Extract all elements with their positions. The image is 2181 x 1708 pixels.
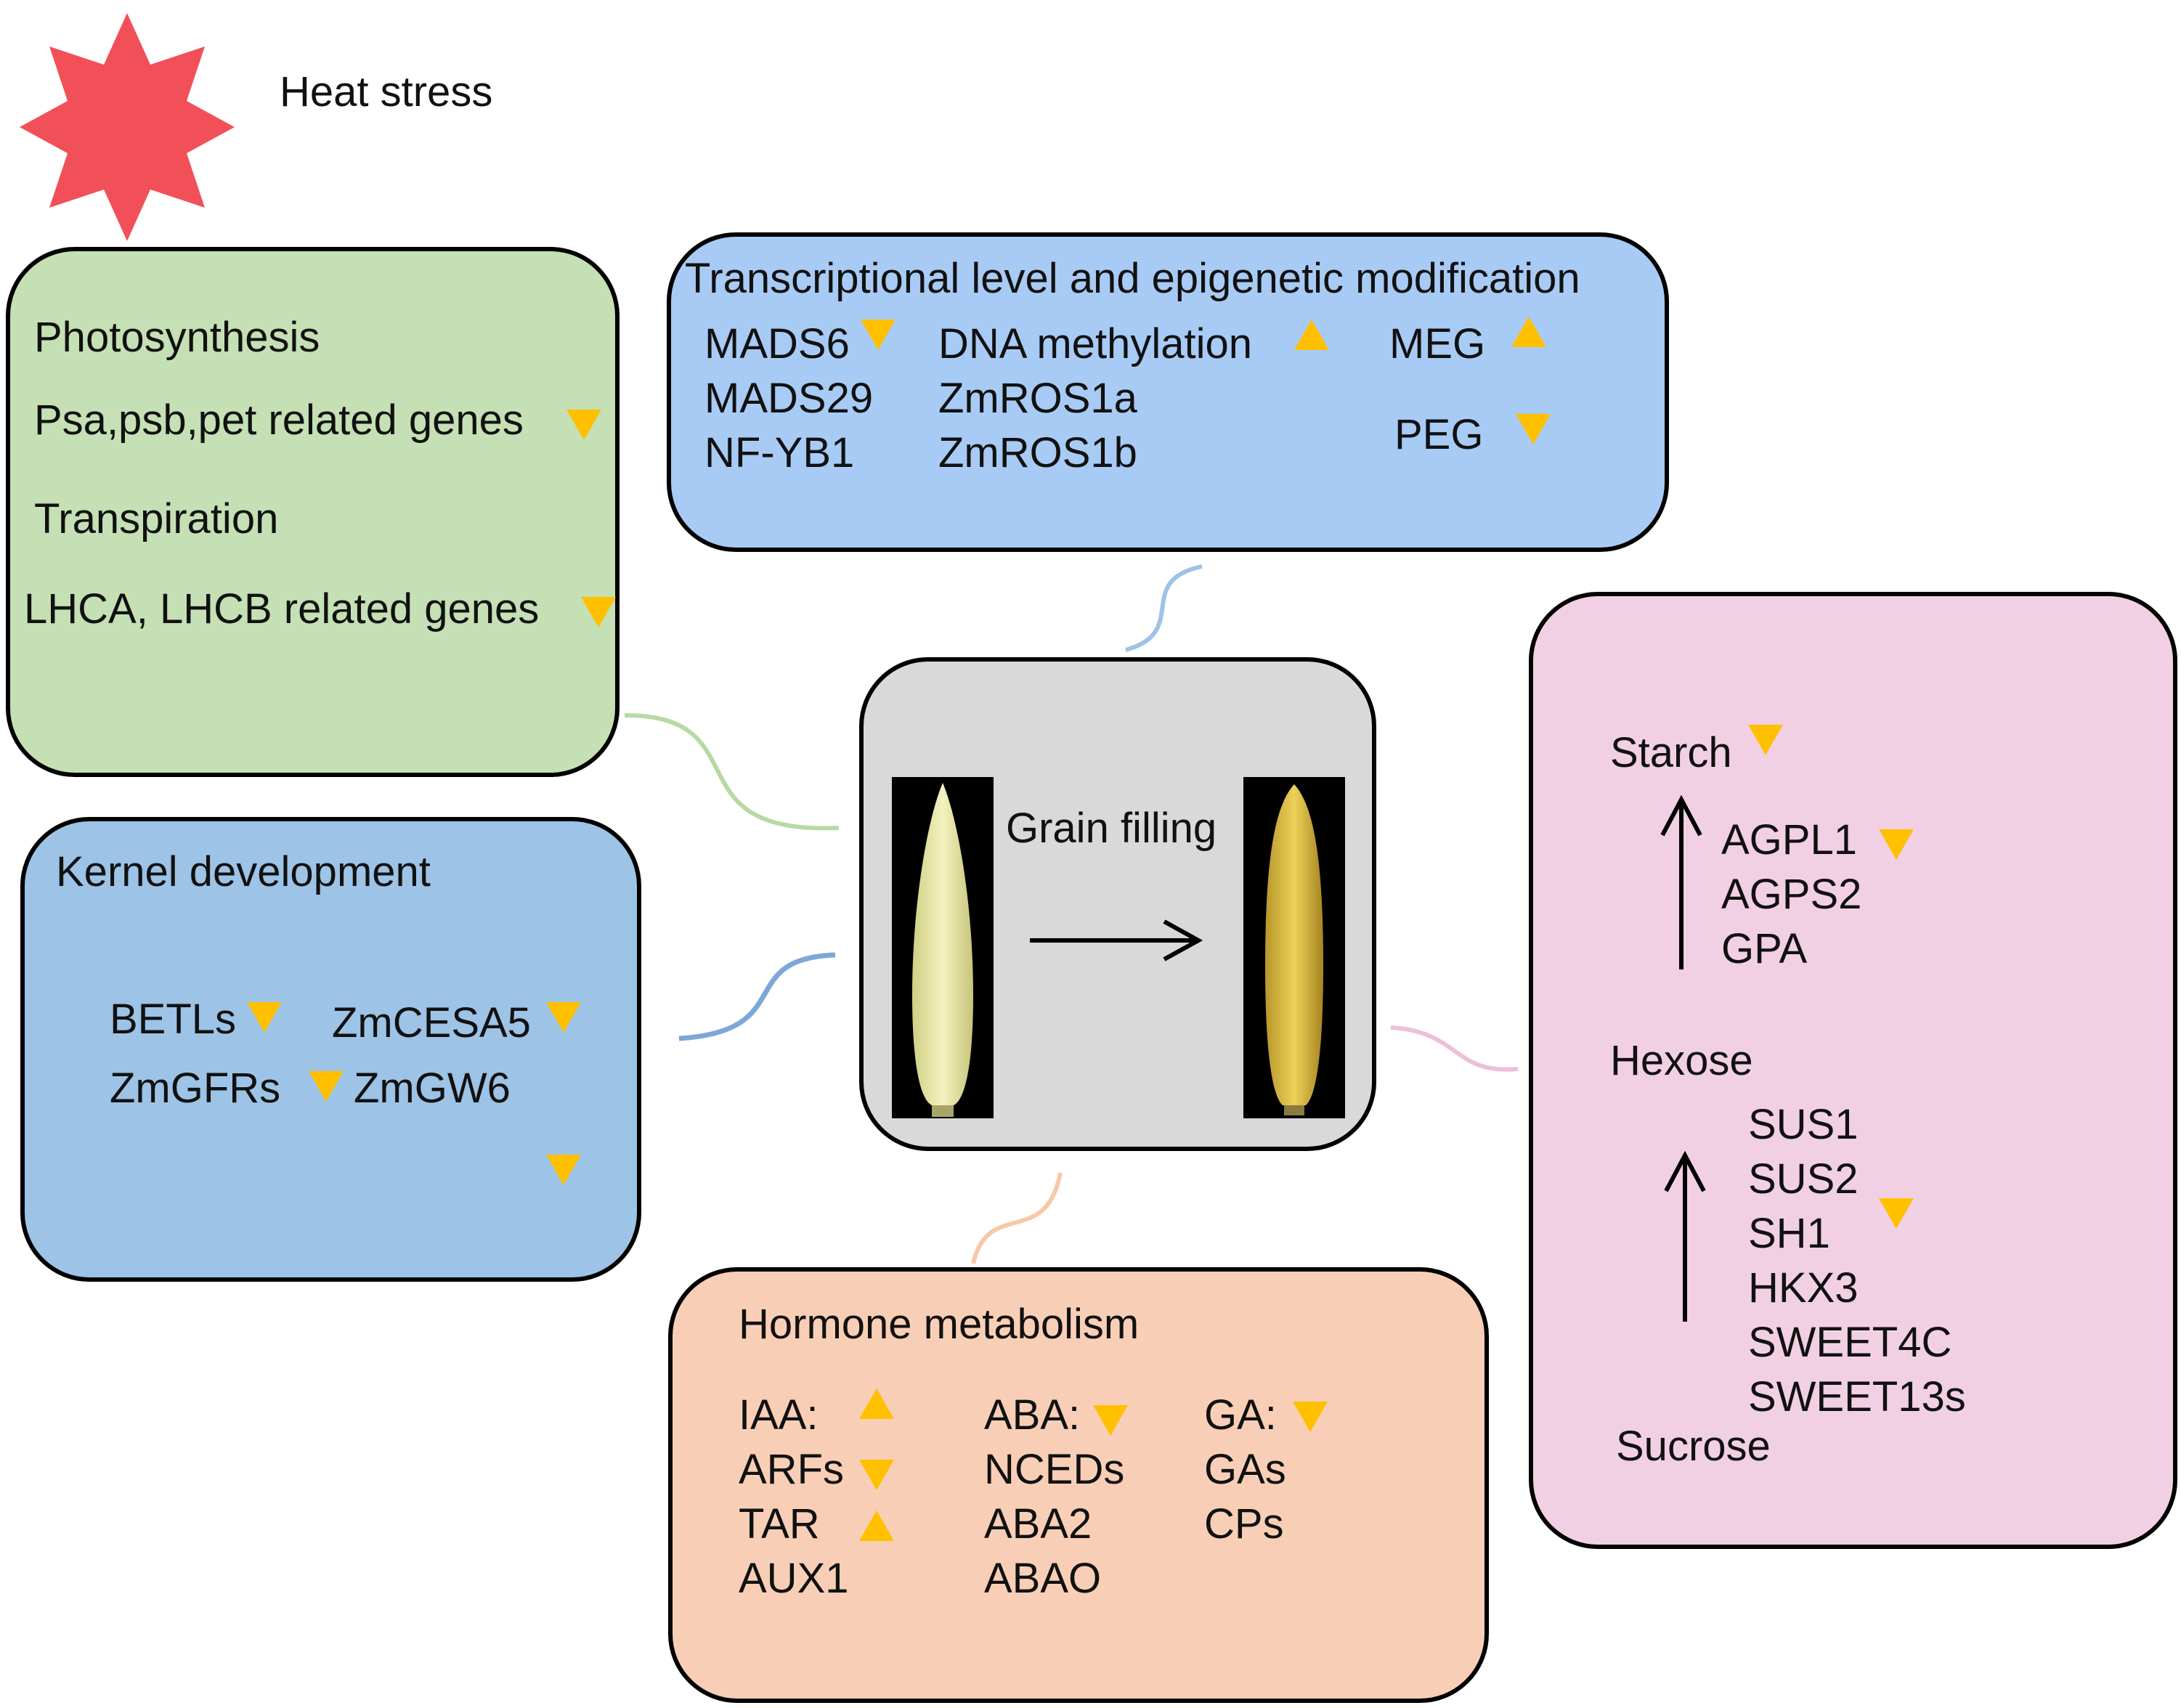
- gene-gpa: GPA: [1721, 925, 1808, 972]
- photosynthesis-heading: Photosynthesis: [34, 314, 320, 361]
- sucrose-label: Sucrose: [1616, 1423, 1771, 1470]
- peg-label: PEG: [1394, 411, 1484, 458]
- gene-sh1: SH1: [1748, 1210, 1830, 1257]
- aba-label: ABA:: [984, 1391, 1081, 1439]
- gene-sus2: SUS2: [1748, 1155, 1859, 1203]
- triangle-up-icon: [859, 1388, 894, 1419]
- transpiration-genes: LHCA, LHCB related genes: [24, 585, 540, 633]
- gene-aba2: ABA2: [984, 1500, 1092, 1548]
- gene-arfs: ARFs: [739, 1446, 844, 1493]
- transpiration-heading: Transpiration: [34, 495, 279, 542]
- gene-gas: GAs: [1204, 1446, 1286, 1493]
- gene-zmgw6: ZmGW6: [354, 1065, 511, 1112]
- gene-sweet4c: SWEET4C: [1748, 1319, 1952, 1366]
- ga-label: GA:: [1204, 1391, 1277, 1439]
- gene-zmgfrs: ZmGFRs: [110, 1065, 281, 1112]
- triangle-down-icon: [1748, 725, 1783, 755]
- photosynthesis-box: [6, 247, 620, 777]
- gene-sus1: SUS1: [1748, 1101, 1859, 1148]
- hormone-metabolism-box: [668, 1267, 1489, 1703]
- gene-nf-yb1: NF-YB1: [704, 429, 855, 476]
- triangle-up-icon: [859, 1510, 894, 1541]
- photosynthesis-genes: Psa,psb,pet related genes: [34, 396, 524, 444]
- gene-mads6: MADS6: [704, 320, 850, 367]
- kernel-development-title: Kernel development: [56, 848, 431, 895]
- gene-sweet13s: SWEET13s: [1748, 1373, 1966, 1420]
- sugar-metabolism-box: [1529, 592, 2177, 1549]
- meg-label: MEG: [1389, 320, 1486, 367]
- triangle-up-icon: [1294, 320, 1329, 350]
- triangle-down-icon: [861, 320, 895, 350]
- gene-zmros1a: ZmROS1a: [938, 375, 1137, 422]
- triangle-down-icon: [1093, 1405, 1128, 1436]
- triangle-down-icon: [859, 1460, 894, 1490]
- connector-sugar: [1390, 1025, 1519, 1072]
- gene-zmcesa5: ZmCESA5: [332, 999, 531, 1046]
- dna-methylation-label: DNA methylation: [938, 320, 1252, 367]
- gene-nceds: NCEDs: [984, 1446, 1125, 1493]
- iaa-label: IAA:: [739, 1391, 819, 1439]
- grain-filling-label: Grain filling: [1006, 805, 1217, 852]
- triangle-down-icon: [1879, 829, 1914, 860]
- hormone-metabolism-title: Hormone metabolism: [739, 1301, 1140, 1348]
- gene-aux1: AUX1: [739, 1555, 849, 1602]
- corn-ear-icon: [1243, 777, 1345, 1118]
- connector-hormone: [971, 1172, 1063, 1264]
- hexose-label: Hexose: [1610, 1037, 1753, 1084]
- triangle-down-icon: [546, 1155, 581, 1185]
- triangle-down-icon: [247, 1002, 282, 1033]
- arrow-icon: [1030, 919, 1203, 961]
- triangle-down-icon: [1293, 1402, 1328, 1432]
- triangle-down-icon: [309, 1071, 344, 1102]
- gene-zmros1b: ZmROS1b: [938, 429, 1137, 476]
- transcription-box: [667, 232, 1669, 552]
- connector-photosynthesis: [624, 713, 840, 831]
- connector-transcription: [1125, 564, 1203, 652]
- transcription-title: Transcriptional level and epigenetic mod…: [685, 255, 1580, 302]
- gene-betls: BETLs: [110, 996, 237, 1043]
- triangle-up-icon: [1511, 317, 1546, 347]
- arrow-icon: [1660, 795, 1702, 969]
- corn-ear-icon: [892, 777, 994, 1118]
- triangle-down-icon: [1516, 414, 1551, 444]
- gene-abao: ABAO: [984, 1555, 1102, 1602]
- triangle-down-icon: [581, 597, 616, 627]
- star-icon: [20, 13, 235, 241]
- connector-kernel: [678, 952, 836, 1041]
- starch-label: Starch: [1610, 729, 1732, 776]
- gene-agpl1: AGPL1: [1721, 816, 1857, 863]
- triangle-down-icon: [546, 1002, 581, 1033]
- triangle-down-icon: [566, 410, 601, 440]
- kernel-development-box: [20, 817, 641, 1282]
- heat-stress-label: Heat stress: [280, 68, 493, 115]
- gene-mads29: MADS29: [704, 375, 874, 422]
- triangle-down-icon: [1879, 1198, 1914, 1229]
- gene-tar: TAR: [739, 1500, 820, 1548]
- gene-agps2: AGPS2: [1721, 871, 1862, 918]
- arrow-icon: [1664, 1151, 1706, 1322]
- gene-cps: CPs: [1204, 1500, 1284, 1548]
- gene-hkx3: HKX3: [1748, 1264, 1859, 1312]
